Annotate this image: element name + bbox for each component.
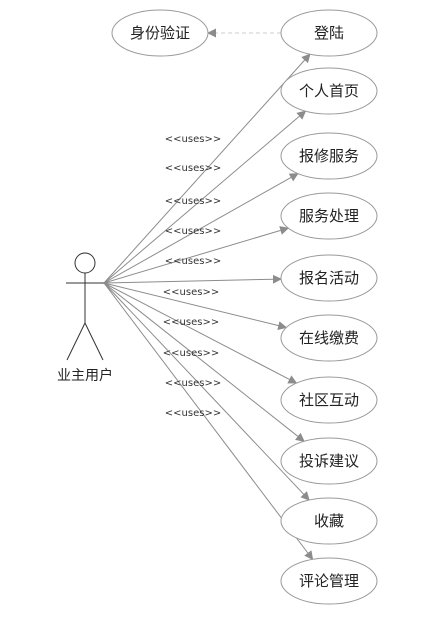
association-line-service	[103, 226, 290, 284]
actor-left-leg	[66, 322, 86, 361]
association-line-signup	[103, 274, 282, 284]
use-case-ellipse	[280, 314, 378, 362]
uses-label: <<uses>>	[165, 256, 221, 267]
uses-label: <<uses>>	[165, 226, 221, 237]
use-case-home: 个人首页	[280, 67, 378, 115]
use-case-label: 收藏	[314, 512, 344, 530]
uses-label: <<uses>>	[165, 408, 221, 419]
use-case-ellipse	[280, 192, 378, 240]
association-line-repair	[103, 173, 299, 284]
association-line-login	[103, 53, 311, 284]
actor-head	[74, 252, 96, 274]
use-case-complaint: 投诉建议	[280, 437, 378, 485]
association-line-comments	[103, 282, 314, 561]
uses-label: <<uses>>	[165, 196, 221, 207]
use-case-ellipse	[280, 437, 378, 485]
use-case-favorites: 收藏	[280, 497, 378, 545]
use-case-label: 报修服务	[299, 147, 359, 165]
use-case-login: 登陆	[280, 9, 378, 57]
use-case-payment: 在线缴费	[280, 314, 378, 362]
uses-label: <<uses>>	[163, 317, 219, 328]
association-line-complaint	[103, 282, 305, 442]
use-case-label: 投诉建议	[299, 452, 359, 470]
uses-label: <<uses>>	[165, 378, 221, 389]
actor-label: 业主用户	[57, 367, 113, 384]
association-line-home	[103, 110, 307, 284]
actor-right-leg	[84, 322, 104, 361]
uses-label: <<uses>>	[165, 163, 221, 174]
use-case-label: 报名活动	[299, 269, 359, 287]
use-case-label: 身份验证	[130, 24, 190, 42]
association-line-favorites	[103, 282, 310, 501]
use-case-ellipse	[280, 254, 378, 302]
uses-label: <<uses>>	[165, 134, 221, 145]
use-case-ellipse	[280, 376, 378, 424]
association-line-community	[103, 282, 298, 384]
use-case-label: 评论管理	[299, 572, 359, 590]
use-case-comments: 评论管理	[280, 557, 378, 605]
use-case-identity-verification: 身份验证	[111, 9, 209, 57]
use-case-repair: 报修服务	[280, 132, 378, 180]
use-case-label: 社区互动	[299, 391, 359, 409]
use-case-service: 服务处理	[280, 192, 378, 240]
uses-label: <<uses>>	[163, 287, 219, 298]
association-lines	[103, 53, 314, 561]
uses-label: <<uses>>	[163, 348, 219, 359]
uses-labels: <<uses>> <<uses>> <<uses>> <<uses>> <<uses>>…	[163, 134, 221, 419]
use-case-label: 在线缴费	[299, 329, 359, 347]
use-case-community: 社区互动	[280, 376, 378, 424]
use-case-label: 服务处理	[299, 207, 359, 225]
association-line-payment	[103, 282, 288, 330]
use-case-ellipse	[280, 67, 378, 115]
use-case-label: 登陆	[314, 24, 344, 42]
use-case-ellipse	[280, 132, 378, 180]
use-case-label: 个人首页	[299, 82, 359, 100]
use-case-ellipse	[280, 9, 378, 57]
actor-figure	[66, 252, 104, 361]
use-case-ellipse	[280, 497, 378, 545]
use-case-signup: 报名活动	[280, 254, 378, 302]
use-case-ellipse	[280, 557, 378, 605]
